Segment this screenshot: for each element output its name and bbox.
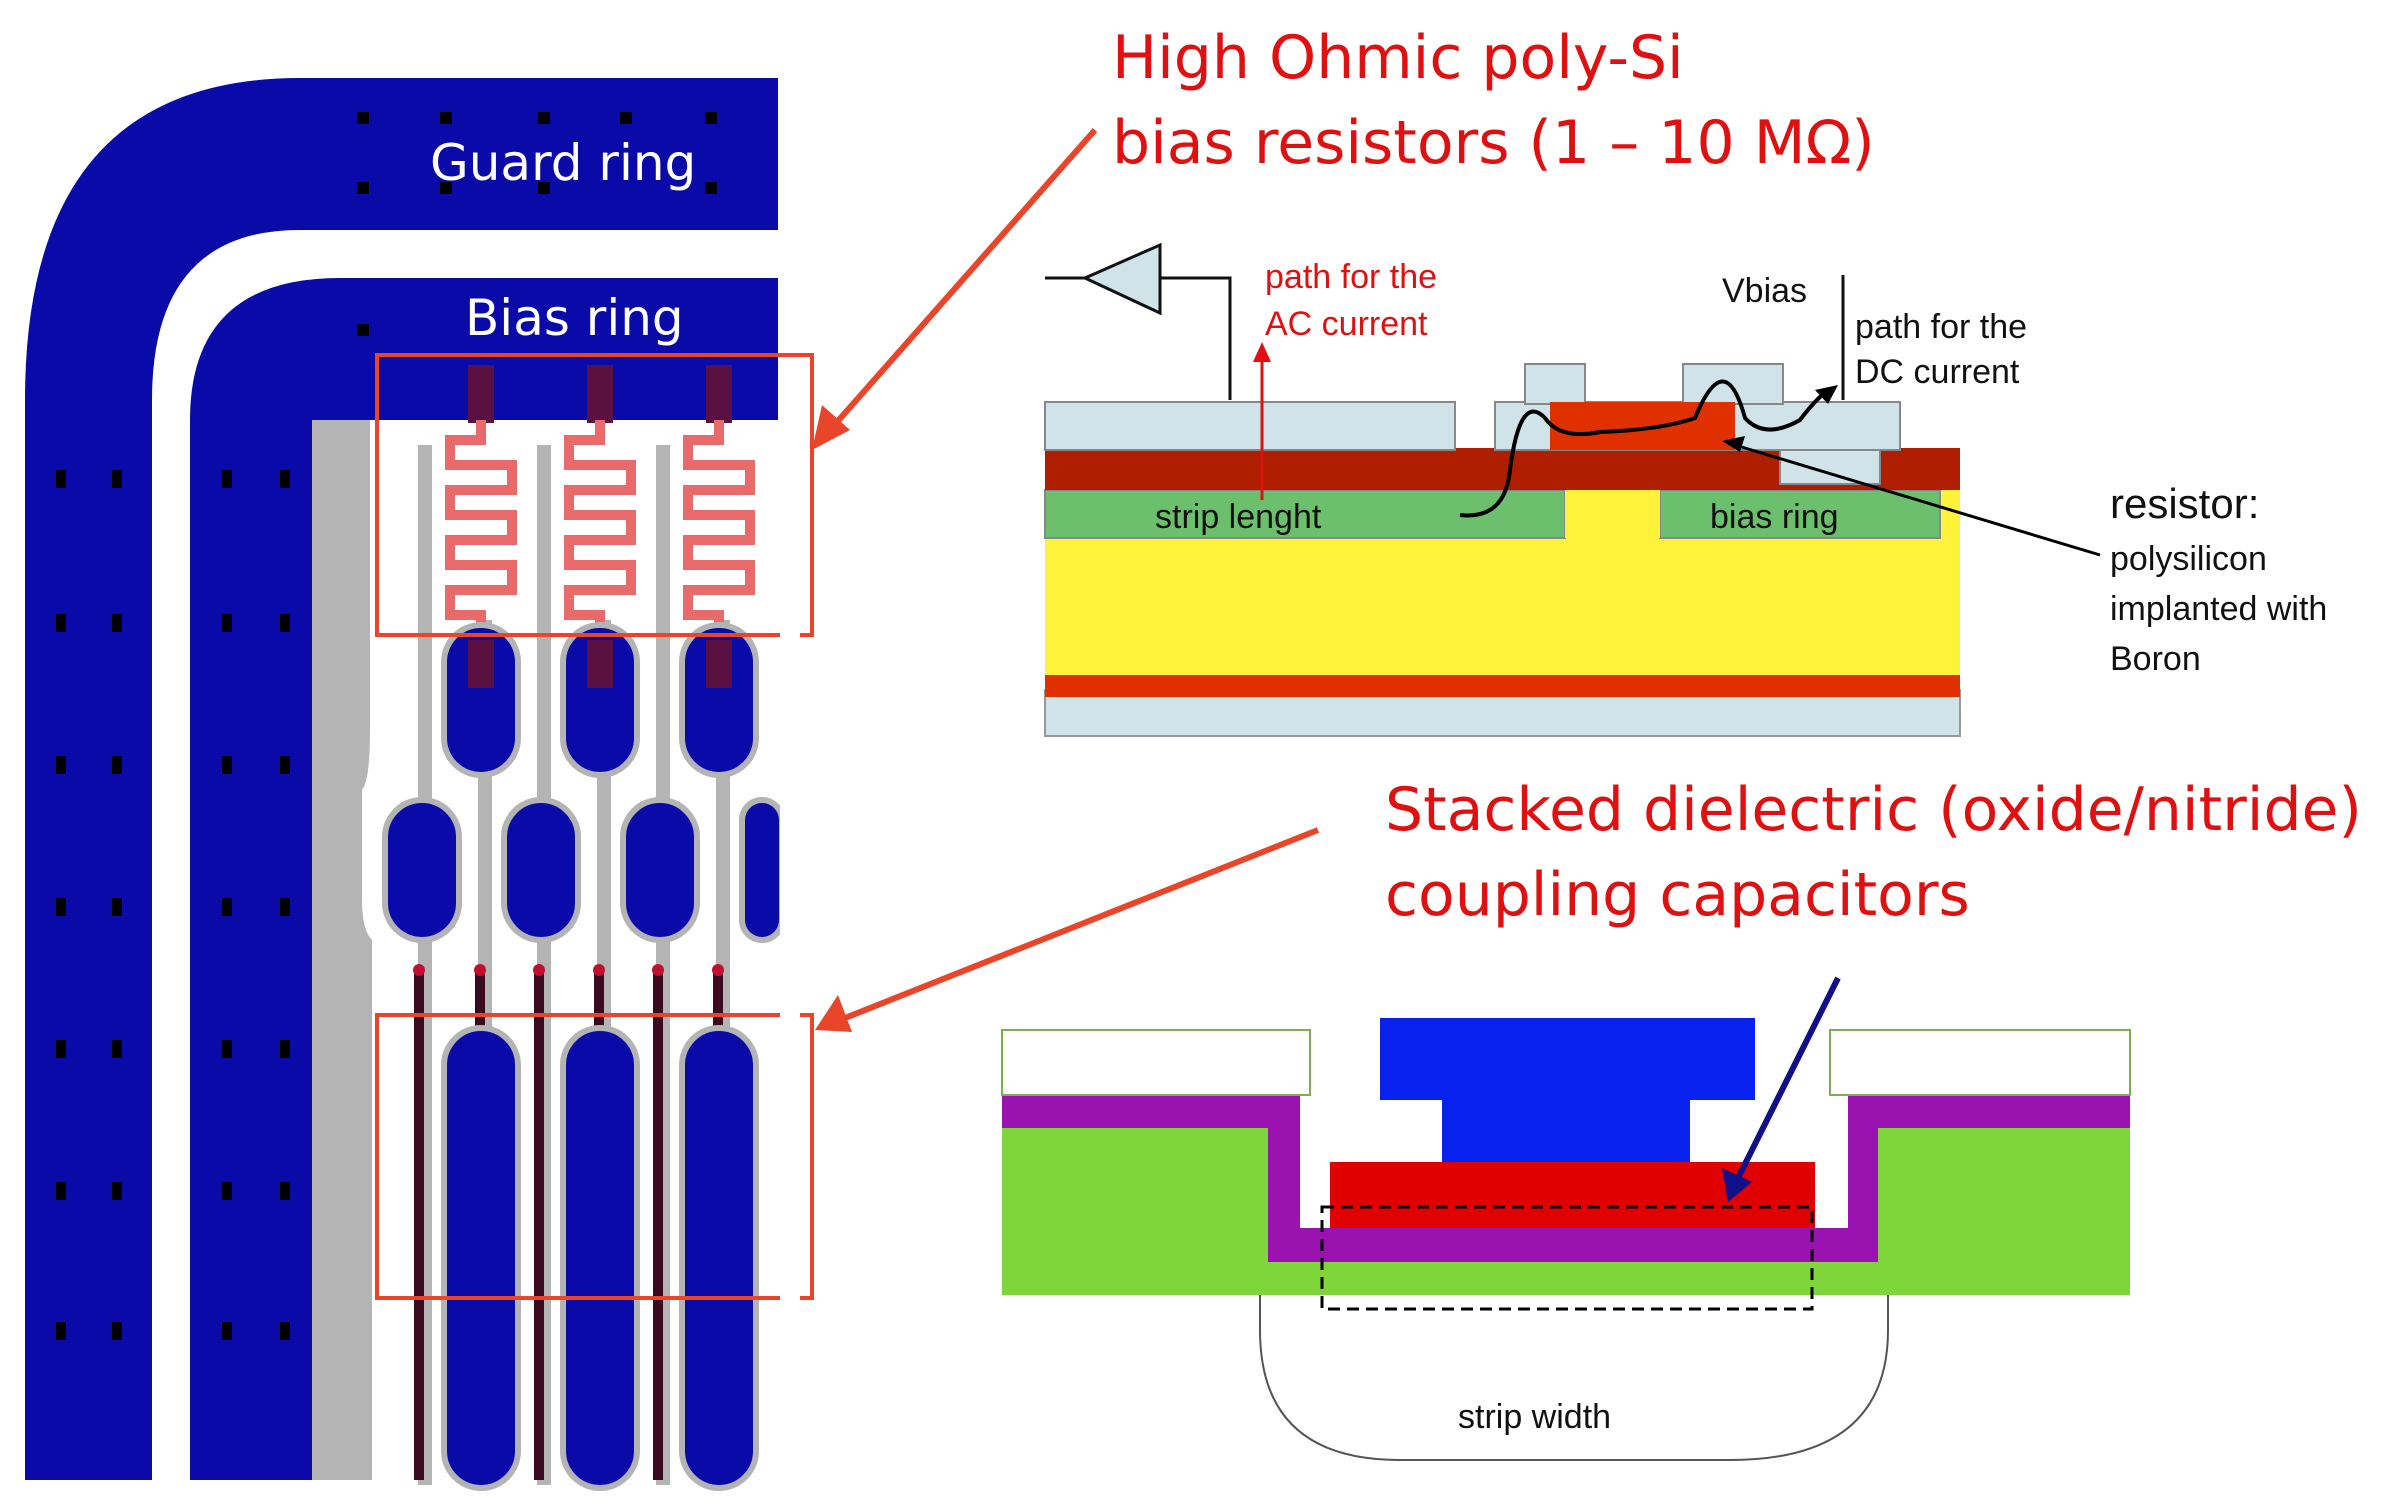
resistor-contacts [468, 365, 732, 423]
vbias-label: Vbias [1722, 272, 1807, 310]
amplifier-feed-wire [1160, 276, 1232, 400]
resistor-arrow-line [827, 128, 1098, 432]
middle-pads [382, 797, 785, 943]
annotation-arrows [812, 128, 1320, 1032]
passivation-step-right [1682, 363, 1784, 405]
resistor-arrow-head [812, 405, 850, 450]
strip-width-label: strip width [1458, 1398, 1611, 1436]
resistor-desc-line1: polysilicon [2110, 540, 2267, 578]
amplifier-icon [1081, 242, 1162, 316]
dc-current-path [1459, 379, 1830, 518]
upper-pad-contacts [468, 640, 732, 688]
capacitor-arrow-line [838, 827, 1320, 1023]
guard-ring [25, 78, 778, 1480]
capacitor-cross-section: strip width [1001, 976, 2131, 1461]
capacitor-highlight-box [375, 1013, 814, 1300]
resistors-title-line1: High Ohmic poly-Si [1112, 23, 1684, 93]
bias-ring-implant [1659, 489, 1941, 539]
bias-ring-label: Bias ring [465, 289, 684, 347]
layout-right-mask [780, 420, 800, 1490]
passivation-top-right [1829, 1029, 2131, 1096]
passivation-right-low [1779, 449, 1881, 485]
resistor-pointer-line [1734, 443, 2101, 557]
capacitor-arrow-head [815, 995, 852, 1032]
trace-dots [413, 964, 724, 976]
oxide-layer [1045, 448, 1565, 490]
resistor-desc-line3: Boron [2110, 640, 2201, 678]
oxide-gap-fill [1565, 490, 1660, 538]
backside-implant [1045, 675, 1960, 697]
aluminium-electrode [1380, 1018, 1755, 1162]
polysilicon-resistor [1550, 402, 1735, 450]
guard-ring-label: Guard ring [430, 134, 696, 192]
ac-path-label-line1: path for the [1265, 258, 1437, 296]
edge-implant [312, 420, 372, 1480]
dc-current-arrow-head [1815, 385, 1838, 404]
passivation-top [1001, 1029, 1311, 1096]
bias-resistors [445, 420, 755, 640]
strip-implant-outline [1259, 1295, 1889, 1461]
oxide-bridge [1455, 448, 1960, 490]
dielectric-pointer-line [1735, 976, 1841, 1180]
dc-path-label-line2: DC current [1855, 353, 2020, 391]
resistor-cross-section: path for the AC current Vbias path for t… [1044, 242, 2327, 737]
nitride-layer [1002, 1095, 2130, 1262]
bias-resistor-1 [445, 420, 517, 640]
upper-pads [441, 622, 759, 778]
detector-layout: Guard ring Bias ring [25, 78, 814, 1491]
passivation-left [1044, 401, 1456, 451]
bias-resistor-2 [564, 420, 636, 640]
resistor-highlight-box [375, 353, 814, 637]
dielectric-pointer-head [1722, 1168, 1752, 1202]
via-dots [56, 112, 717, 1340]
resistor-title: resistor: [2110, 480, 2259, 527]
strip-length-label: strip lenght [1155, 498, 1322, 536]
dc-path-label-line1: path for the [1855, 308, 2027, 346]
backside-oxide [1044, 689, 1961, 737]
bias-ring-cross-label: bias ring [1710, 498, 1839, 536]
ac-current-arrow-head [1253, 342, 1271, 362]
resistor-desc-line2: implanted with [2110, 590, 2327, 628]
resistor-pointer-head [1722, 436, 1745, 452]
dielectric-focus-box [1320, 1205, 1814, 1311]
ac-path-label-line2: AC current [1265, 305, 1428, 343]
capacitors-title-line2: coupling capacitors [1385, 860, 1970, 930]
capacitors-title-line1: Stacked dielectric (oxide/nitride) [1385, 775, 2362, 845]
passivation-step-left [1524, 363, 1586, 405]
strip-pads [441, 1025, 759, 1491]
resistors-title-line2: bias resistors (1 – 10 MΩ) [1112, 108, 1875, 178]
bias-resistor-3 [683, 420, 755, 640]
substrate [1002, 1128, 2130, 1295]
